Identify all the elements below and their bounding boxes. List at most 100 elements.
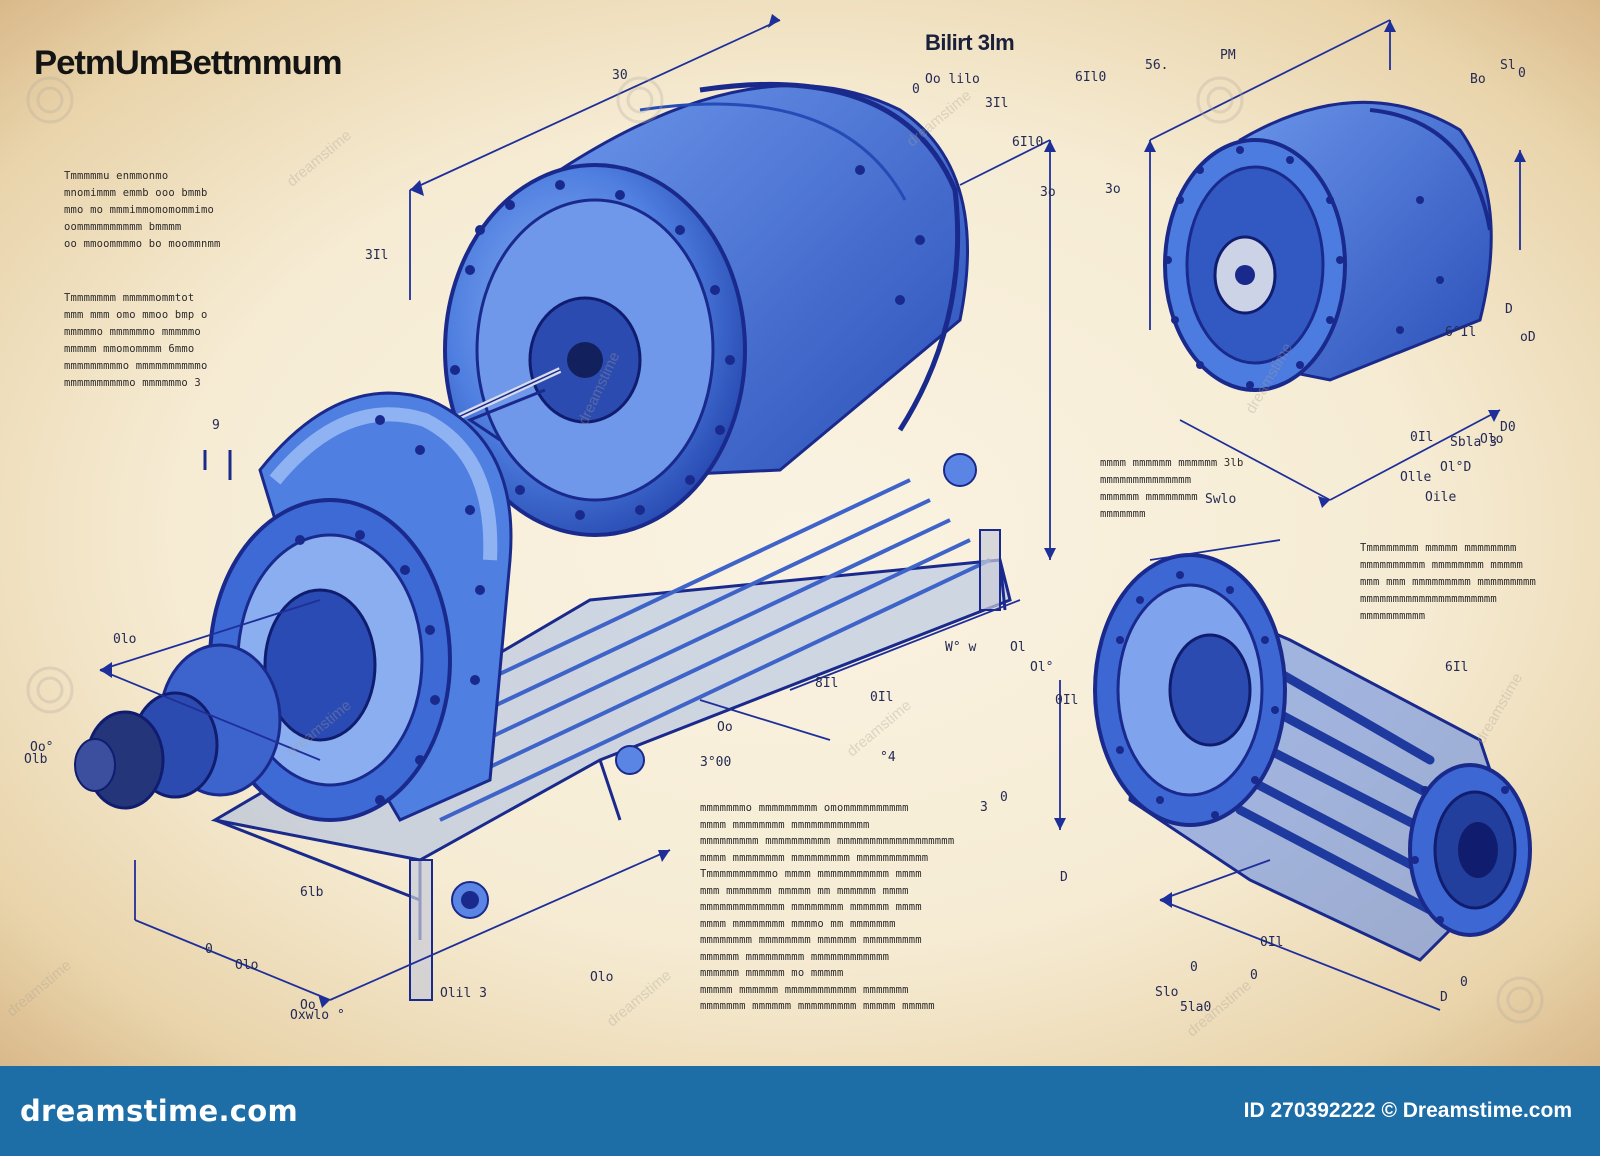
- dimension-label: 0: [912, 82, 920, 97]
- note-line: mmmmmmmo mmmmmmmmm omommmmmmmmmm: [700, 802, 909, 814]
- dimension-label: Ol°D: [1440, 460, 1472, 475]
- dimension-label: 3o: [1105, 182, 1121, 197]
- note-line: mmmmmmmmmo mmmmmmmmmmo: [64, 360, 208, 372]
- dimension-label: Ol°: [1030, 660, 1054, 675]
- dimension-label: D: [1060, 870, 1068, 885]
- page-subtitle: Bilirt 3lm: [925, 30, 1015, 55]
- note-line: mmmmmm mmmmmmmm: [1100, 491, 1198, 503]
- dimension-label: 30: [612, 68, 628, 83]
- note-line: mmmm mmmmmmmm mmmmo mm mmmmmmm: [700, 917, 896, 930]
- dimension-label: 8Il: [815, 676, 839, 691]
- dimension-label: 0: [1250, 968, 1258, 983]
- dimension-label: D0: [1500, 420, 1516, 435]
- dimension-label: 3o: [1040, 185, 1056, 200]
- note-line: mmm mmmmmmm mmmmm mm mmmmmm mmmm: [700, 884, 909, 897]
- note-line: mmmmmmmmm mmmmmmmmmm mmmmmmmmmmmmmmmmmm: [700, 835, 955, 847]
- dimension-label: Oile: [1425, 490, 1457, 505]
- frame-gears: [409, 453, 1001, 1001]
- dimension-label: Olil 3: [440, 986, 487, 1001]
- main-machine: [74, 81, 1012, 1001]
- note-line: Tmmmmmmmmmmo mmmm mmmmmmmmmmm mmmm: [700, 868, 922, 880]
- dimension-label: W° w: [945, 640, 977, 655]
- dimension-label: 3Il: [365, 248, 389, 263]
- dimension-label: 0: [205, 942, 213, 957]
- dimension-label: 6lb: [300, 885, 324, 900]
- dimension-label: 3: [980, 800, 988, 815]
- dimension-label: Bo: [1470, 72, 1486, 87]
- note-line: mmmmm mmmmmm mmmmmmmmmmm mmmmmmm: [700, 983, 909, 996]
- note-line: Tmmmmmmm mmmmmommtot: [64, 292, 195, 304]
- note-line: mmmmmo mmmmmmo mmmmmo: [64, 326, 201, 338]
- note-line: Tmmmmmu enmmonmo: [64, 170, 169, 182]
- dimension-label: Olb: [24, 752, 48, 767]
- note-line: mmmmmmm mmmmmm mmmmmmmmm mmmmm mmmmm: [700, 1000, 935, 1012]
- dimension-label: °4: [880, 750, 896, 765]
- dimension-label: Oo°: [30, 740, 54, 755]
- note-line: oo mmoommmmo bo moommnmm: [64, 238, 221, 250]
- note-line: oommmmmmmmmm bmmmm: [64, 221, 182, 233]
- note-line: mmmmmmmm mmmmmmmm mmmmmm mmmmmmmmm: [700, 934, 922, 946]
- dimension-label: Ol: [1010, 640, 1026, 655]
- note-line: mmmmmmmmmm: [1360, 610, 1426, 622]
- dimension-label: Oxwlo °: [290, 1008, 345, 1023]
- dimension-label: 5la0: [1180, 1000, 1212, 1015]
- note-line: mmmmmmm: [1100, 508, 1146, 520]
- dimension-label: 0: [1000, 790, 1008, 805]
- dimension-label: 56.: [1145, 58, 1169, 73]
- dimension-label: D: [1505, 302, 1513, 317]
- dimension-label: Olo: [1480, 432, 1504, 447]
- dimension-label: 0: [1518, 66, 1526, 81]
- note-line: mnomimmm emmb ooo bmmb: [64, 187, 208, 199]
- note-line: mmmmmm mmmmmmmmm mmmmmmmmmmmm: [700, 950, 890, 963]
- stock-id: ID 270392222 © Dreamstime.com: [1243, 1099, 1572, 1122]
- dimension-label: D: [1440, 990, 1448, 1005]
- note-line: mmm mmm omo mmoo bmp o: [64, 309, 208, 321]
- dimension-label: Sl: [1500, 58, 1516, 73]
- dimension-label: oD: [1520, 330, 1536, 345]
- dimension-label: Oo lilo: [925, 72, 980, 87]
- note-line: mmmmmmmmmmmmmmmmmmmmm: [1360, 593, 1497, 605]
- dimension-label: 3Il: [985, 96, 1009, 111]
- note-line: mmmmmmmmmmmmm mmmmmmmm mmmmmm mmmm: [700, 901, 922, 913]
- notes-left-1: Tmmmmmu enmmonmo mnomimmm emmb ooo bmmb …: [64, 168, 221, 253]
- dimension-label: PM: [1220, 48, 1236, 63]
- bottom-right-rotor: [1093, 553, 1532, 962]
- dimension-label: 9: [212, 418, 220, 433]
- dimension-lines: [99, 14, 1526, 1011]
- footer-bar: dreamstime.com ID 270392222 © Dreamstime…: [0, 1066, 1600, 1156]
- dimension-label: 6Il: [1445, 660, 1469, 675]
- dimension-label: 0lo: [113, 632, 137, 647]
- dimension-label: Oo: [717, 720, 733, 735]
- dimension-label: 0Il: [870, 690, 894, 705]
- notes-center: mmmmmmmo mmmmmmmmm omommmmmmmmmm mmmm mmm…: [700, 800, 954, 1015]
- front-wheel: [74, 391, 513, 822]
- note-line: mmm mmm mmmmmmmmm mmmmmmmmm: [1360, 576, 1537, 588]
- dimension-label: 0Il: [1055, 693, 1079, 708]
- note-line: mmmm mmmmmm mmmmmm 3lb: [1100, 457, 1244, 469]
- note-line: mmmmmmmmmm mmmmmmmm mmmmm: [1360, 559, 1524, 571]
- page-title: PetmUmBettmmum: [34, 44, 343, 82]
- note-line: mmmmmmmmmmmmmm: [1100, 474, 1192, 486]
- note-line: mmmmm mmomommmm 6mmo: [64, 343, 195, 355]
- dimension-label: Sbla 3: [1450, 435, 1497, 450]
- dimension-label: Olo: [235, 958, 259, 973]
- dimension-label: 6Il0: [1012, 135, 1044, 150]
- machine-illustration: [26, 14, 1544, 1024]
- dimension-label: 0: [1190, 960, 1198, 975]
- dimension-label: Olo: [590, 970, 614, 985]
- top-right-drum: [1163, 100, 1493, 392]
- dimension-label: 0Il: [1260, 935, 1284, 950]
- brand-logo[interactable]: dreamstime.com: [20, 1094, 299, 1128]
- note-line: mmmm mmmmmmmm mmmmmmmmm mmmmmmmmmmm: [700, 851, 929, 864]
- dimension-label: 0: [1460, 975, 1468, 990]
- note-line: mmmm mmmmmmmm mmmmmmmmmmmm: [700, 818, 870, 831]
- dimension-label: Oo: [300, 998, 316, 1013]
- dimension-label: Swlo: [1205, 492, 1237, 507]
- note-line: mmmmmmmmmmo mmmmmmo 3: [64, 377, 201, 389]
- dimension-label: Olle: [1400, 470, 1432, 485]
- dimension-label: 3°00: [700, 755, 732, 770]
- dimension-label: 6°Il: [1445, 325, 1477, 340]
